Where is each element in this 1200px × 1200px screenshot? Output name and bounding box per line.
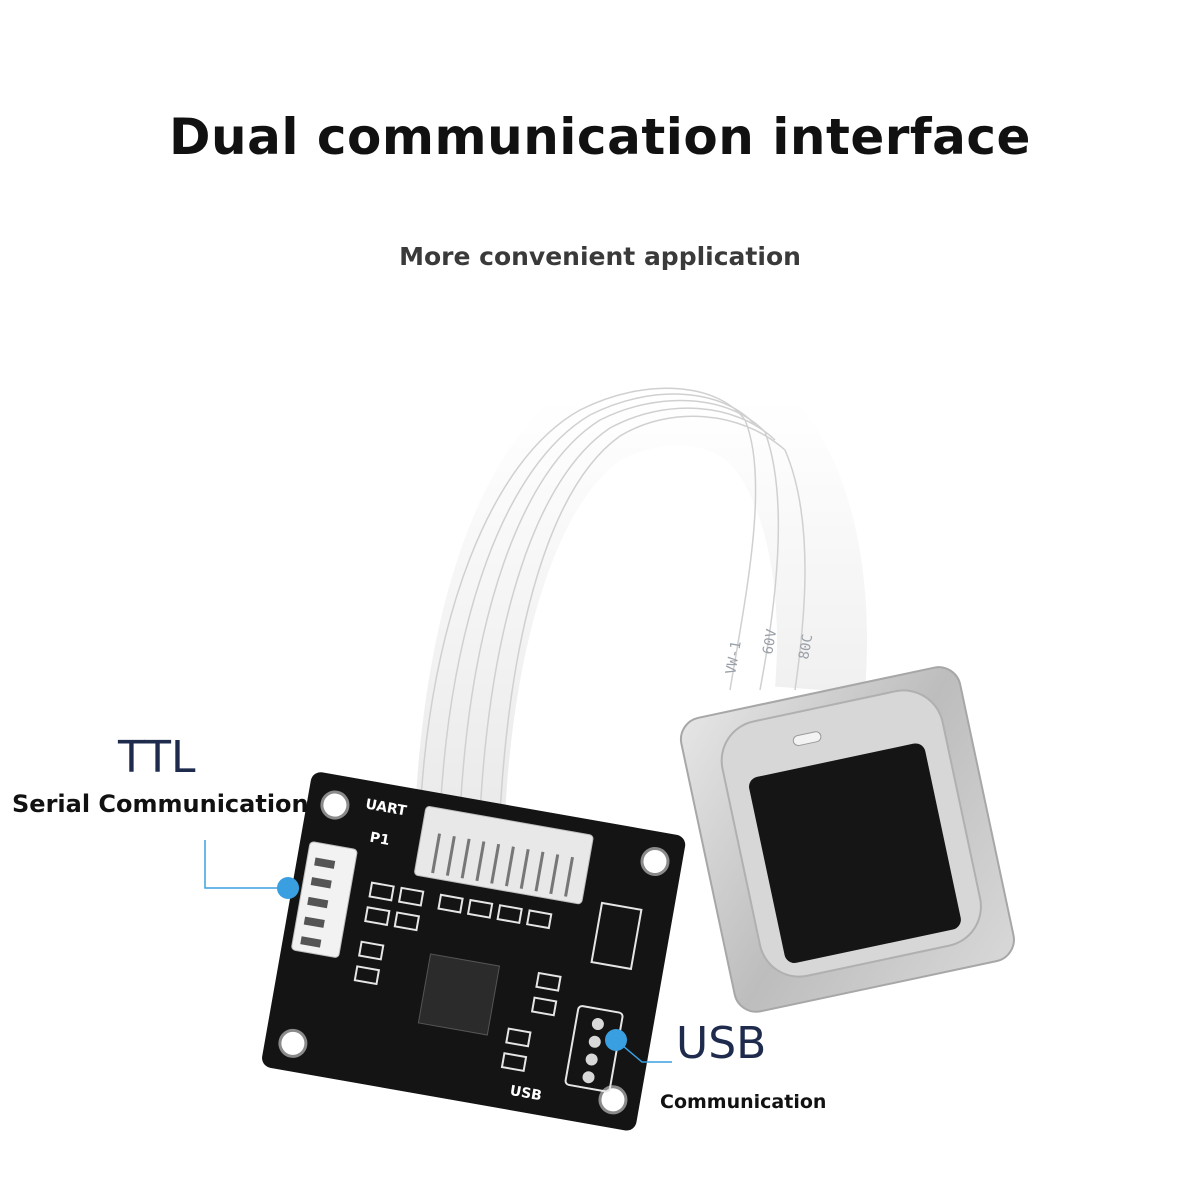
usb-pointer-dot [605,1029,627,1051]
sensor-window [749,743,961,963]
usb-label: USB [676,1018,767,1069]
silkscreen-usb: USB [509,1083,543,1104]
page-title: Dual communication interface [169,108,1031,166]
cable-print-60v: 60V [760,627,780,655]
ttl-label: TTL [118,732,196,783]
cable-print-vw1: VW-1 [723,640,745,676]
silkscreen-uart: UART [364,796,408,819]
ttl-pointer-dot [277,877,299,899]
cable-print-80c: 80C [796,633,816,661]
page-subtitle: More convenient application [399,242,801,271]
silkscreen-p1: P1 [368,830,390,849]
usb-callout-line [605,1029,672,1063]
usb-sublabel: Communication [660,1091,827,1113]
fingerprint-sensor [679,666,1015,1013]
pcb-board: UART P1 USB [262,772,686,1131]
ttl-callout-line [204,840,299,899]
ttl-sublabel: Serial Communication [12,790,309,818]
